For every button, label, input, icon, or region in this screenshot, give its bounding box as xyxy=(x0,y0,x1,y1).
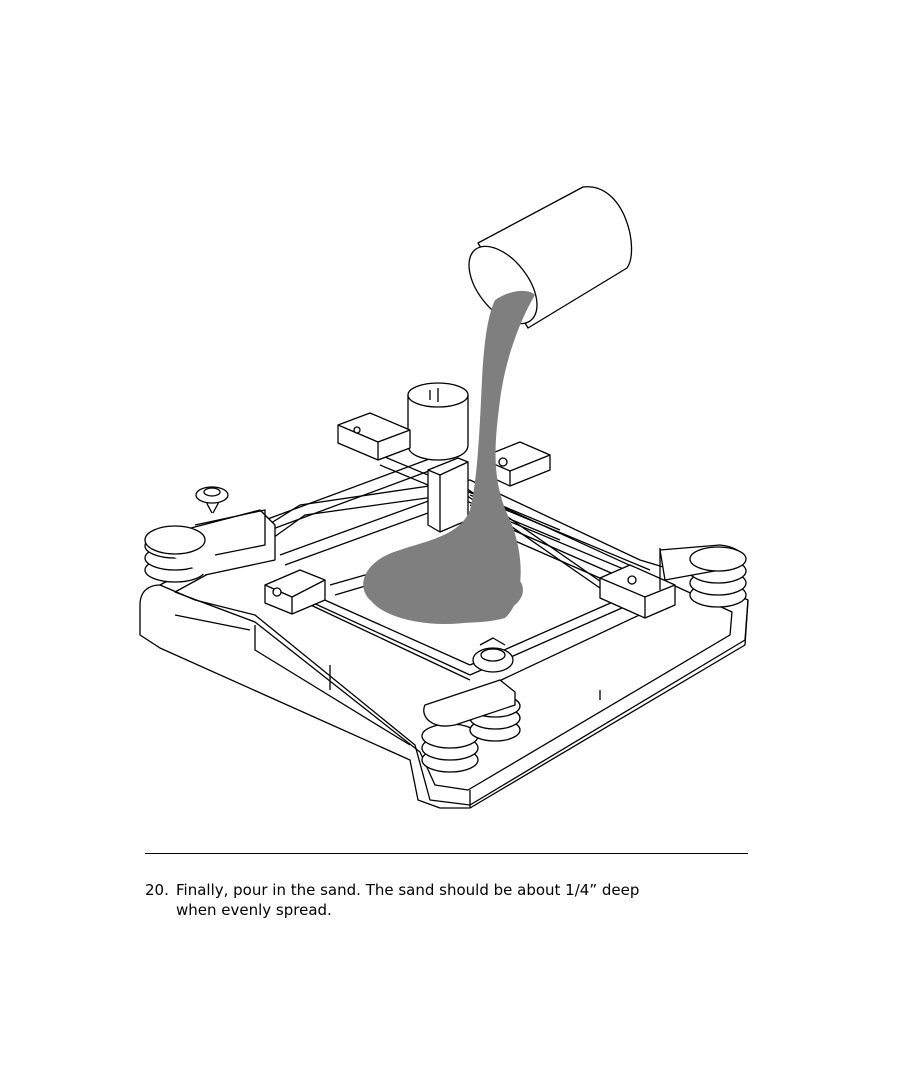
sand-pile-icon xyxy=(367,556,523,624)
sand-stream-icon xyxy=(363,290,535,623)
carriage-block-icon xyxy=(264,412,676,619)
step-number: 20. xyxy=(145,881,169,899)
pulley-arm-front-icon xyxy=(421,637,521,773)
pulley-arm-left-icon xyxy=(144,486,276,583)
pulley-arm-right-icon xyxy=(659,544,747,608)
central-cylinder-icon xyxy=(407,382,469,461)
section-divider xyxy=(145,853,748,854)
assembly-illustration xyxy=(139,186,749,809)
cylinder-container-icon xyxy=(468,186,633,329)
step-text: Finally, pour in the sand. The sand shou… xyxy=(176,881,640,919)
